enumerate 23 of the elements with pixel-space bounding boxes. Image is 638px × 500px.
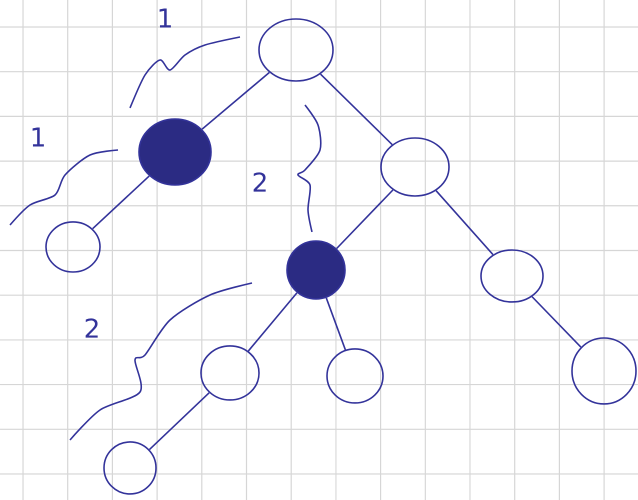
tree-node-circle — [480, 249, 544, 303]
tree-edge — [436, 190, 494, 256]
depth-number: 2 — [86, 318, 98, 338]
tree-edge — [320, 74, 393, 146]
depth-number: 1 — [32, 128, 44, 146]
tree-node-circle — [571, 337, 637, 405]
tree-node-circle — [258, 18, 334, 82]
tree-edge — [92, 175, 150, 230]
depth-number: 1 — [160, 8, 171, 28]
filled-node — [286, 240, 346, 300]
tree-edge — [326, 298, 346, 350]
tree-edge — [336, 189, 394, 250]
tree-edge — [148, 392, 210, 450]
tree-node-circle — [326, 348, 384, 404]
tree-node-circle — [380, 137, 450, 197]
tree-edge — [532, 296, 582, 348]
tree-edge — [202, 72, 270, 130]
tree-node-circle — [200, 345, 260, 401]
filled-node — [138, 118, 212, 186]
tree-node-circle — [103, 441, 157, 495]
depth-number: 2 — [254, 172, 266, 192]
tree-node-circle — [45, 221, 101, 273]
tree-edge — [248, 292, 298, 352]
